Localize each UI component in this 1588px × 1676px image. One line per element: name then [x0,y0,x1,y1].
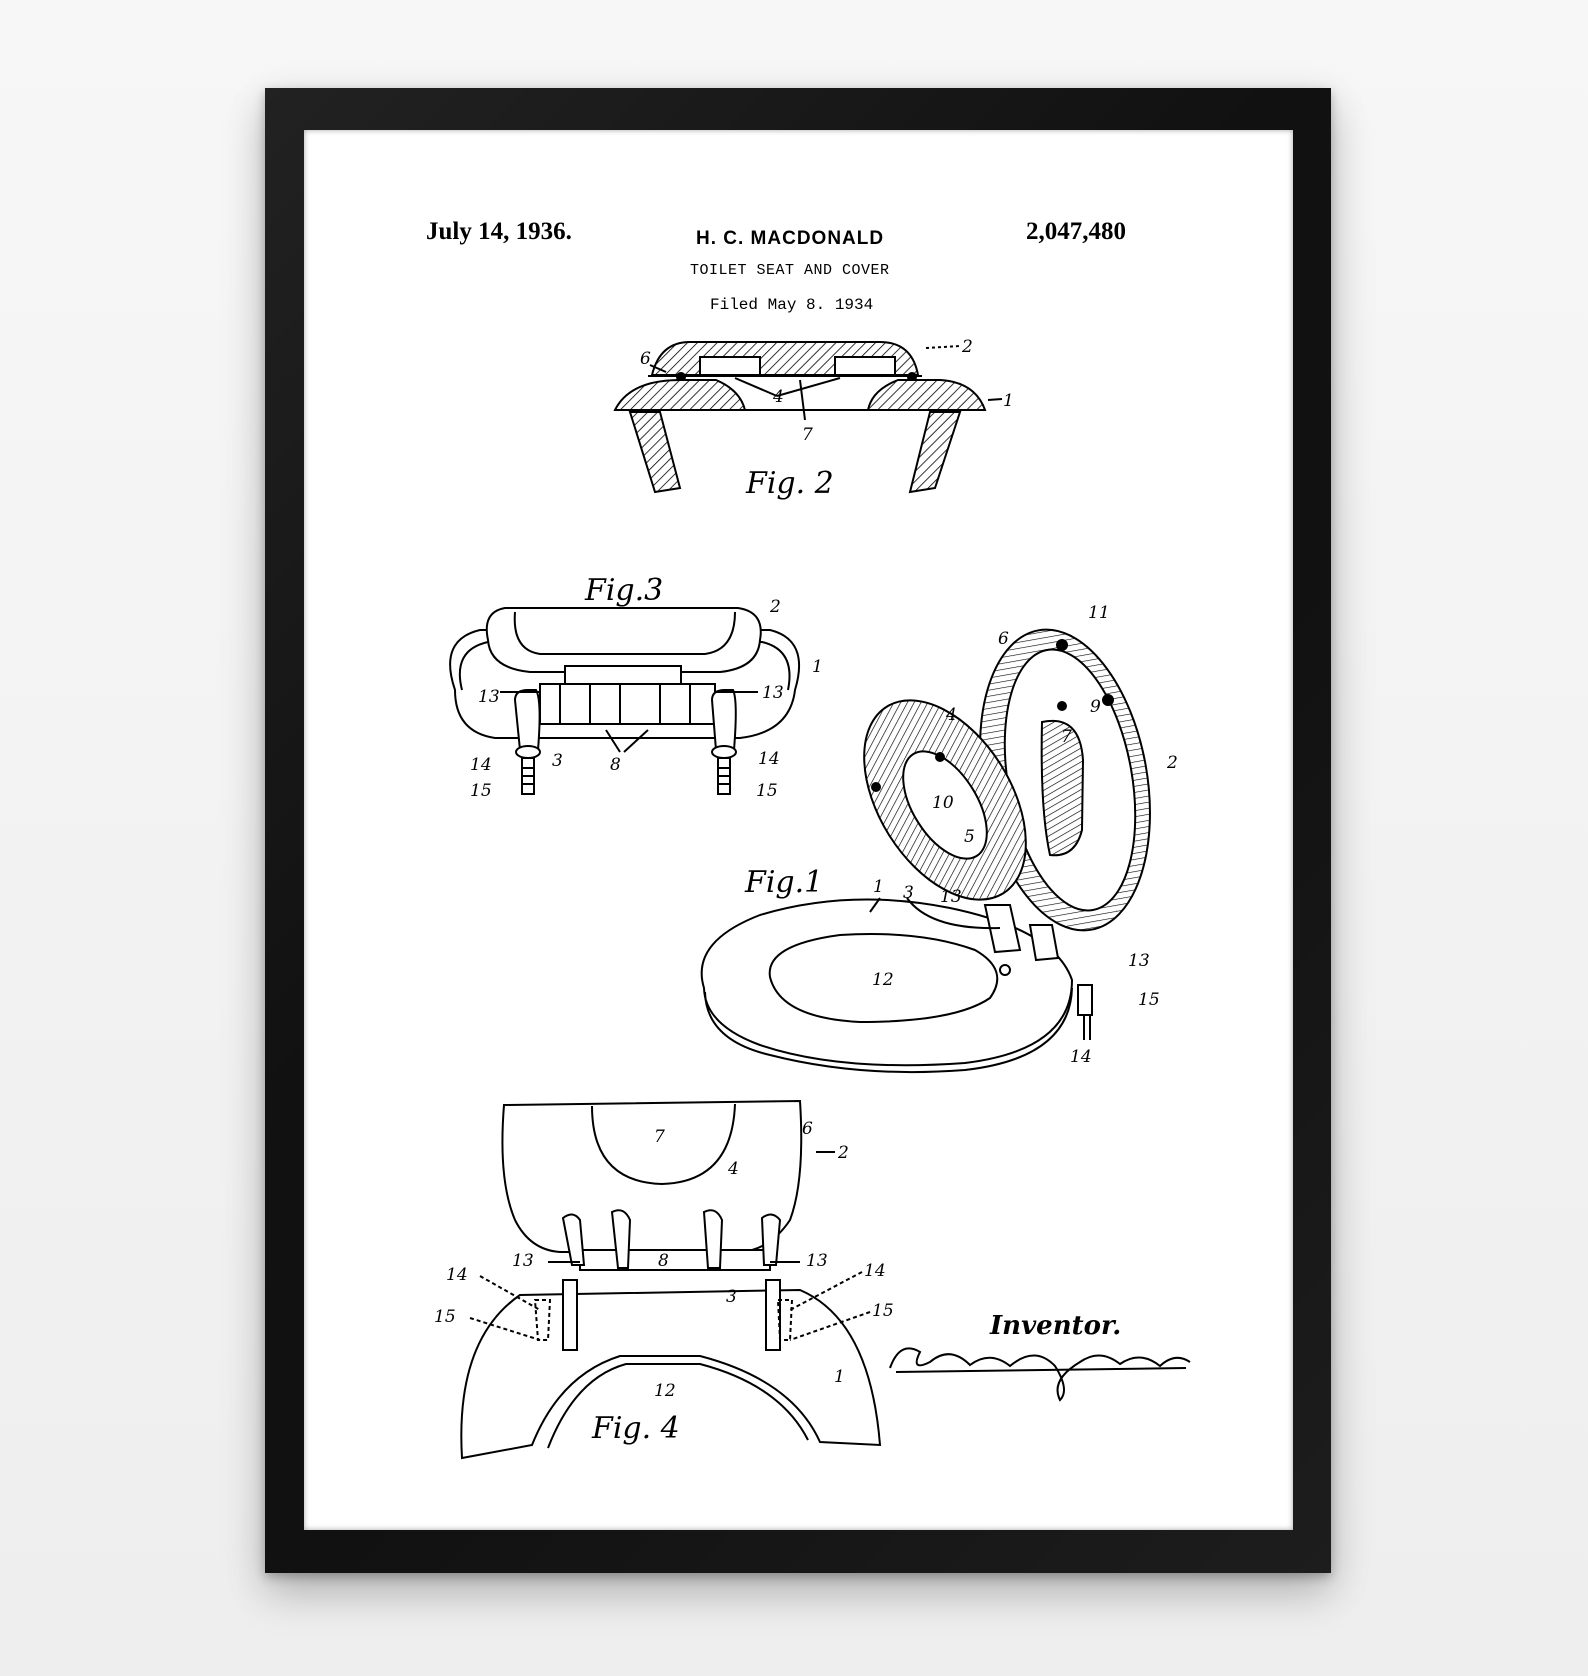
fig4-label-13-left: 13 [512,1251,534,1271]
fig1-label-12: 12 [872,970,894,990]
figure-2-caption: Fig. 2 [745,466,834,501]
fig3-label-14-left: 14 [470,755,492,775]
fig1-label-2: 2 [1166,753,1178,773]
fig1-label-15: 15 [1138,990,1160,1010]
figure-1-drawing [700,628,1151,1074]
fig4-label-7: 7 [654,1127,665,1147]
fig2-label-2: 2 [961,337,973,357]
fig4-label-2: 2 [837,1143,849,1163]
fig4-label-14-right: 14 [864,1261,886,1281]
fig4-label-3: 3 [726,1287,737,1307]
fig3-label-13-right: 13 [762,683,784,703]
fig1-label-1: 1 [873,877,884,897]
fig4-label-1: 1 [834,1367,845,1387]
fig3-label-8: 8 [610,755,621,775]
patent-number: 2,047,480 [1026,218,1126,245]
fig2-label-6: 6 [640,349,651,369]
filed-date: Filed May 8. 1934 [710,296,874,314]
fig3-label-1: 1 [812,657,823,677]
fig1-label-14: 14 [1070,1047,1092,1067]
figure-1-caption: Fig.1 [744,865,823,900]
figure-2-drawing [613,341,1003,494]
fig4-label-13-right: 13 [806,1251,828,1271]
fig3-label-15-left: 15 [470,781,492,801]
fig3-label-15-right: 15 [756,781,778,801]
fig1-label-4: 4 [945,705,957,725]
figure-3-drawing [449,607,801,795]
fig3-label-13-left: 13 [478,687,500,707]
fig4-label-15-right: 15 [872,1301,894,1321]
fig4-label-6: 6 [802,1119,813,1139]
fig2-label-7: 7 [802,425,813,445]
fig1-label-9: 9 [1090,697,1101,717]
fig2-label-4: 4 [772,387,784,407]
inventor-signature [889,1347,1191,1402]
fig1-label-5: 5 [964,827,975,847]
fig1-label-10: 10 [932,793,954,813]
fig1-label-3: 3 [903,883,914,903]
inventor-heading: Inventor. [989,1311,1121,1341]
fig4-label-4: 4 [727,1159,739,1179]
fig4-label-8: 8 [658,1251,669,1271]
fig3-label-3: 3 [552,751,563,771]
fig1-label-13-upper: 13 [940,887,962,907]
fig1-label-11: 11 [1088,603,1110,623]
fig4-label-15-left: 15 [434,1307,456,1327]
inventor-name: H. C. MACDONALD [696,228,885,249]
fig3-label-2: 2 [769,597,781,617]
figure-3-caption: Fig.3 [584,573,663,608]
figure-4-drawing [460,1099,882,1460]
figure-4-caption: Fig. 4 [591,1411,680,1446]
fig1-label-6: 6 [998,629,1009,649]
fig4-label-14-left: 14 [446,1265,468,1285]
fig2-label-1: 1 [1003,391,1014,411]
fig4-label-12: 12 [654,1381,676,1401]
patent-title: TOILET SEAT AND COVER [690,262,890,279]
fig1-label-7: 7 [1061,727,1072,747]
fig3-label-14-right: 14 [758,749,780,769]
patent-date: July 14, 1936. [426,218,572,245]
fig1-label-13-lower: 13 [1128,951,1150,971]
